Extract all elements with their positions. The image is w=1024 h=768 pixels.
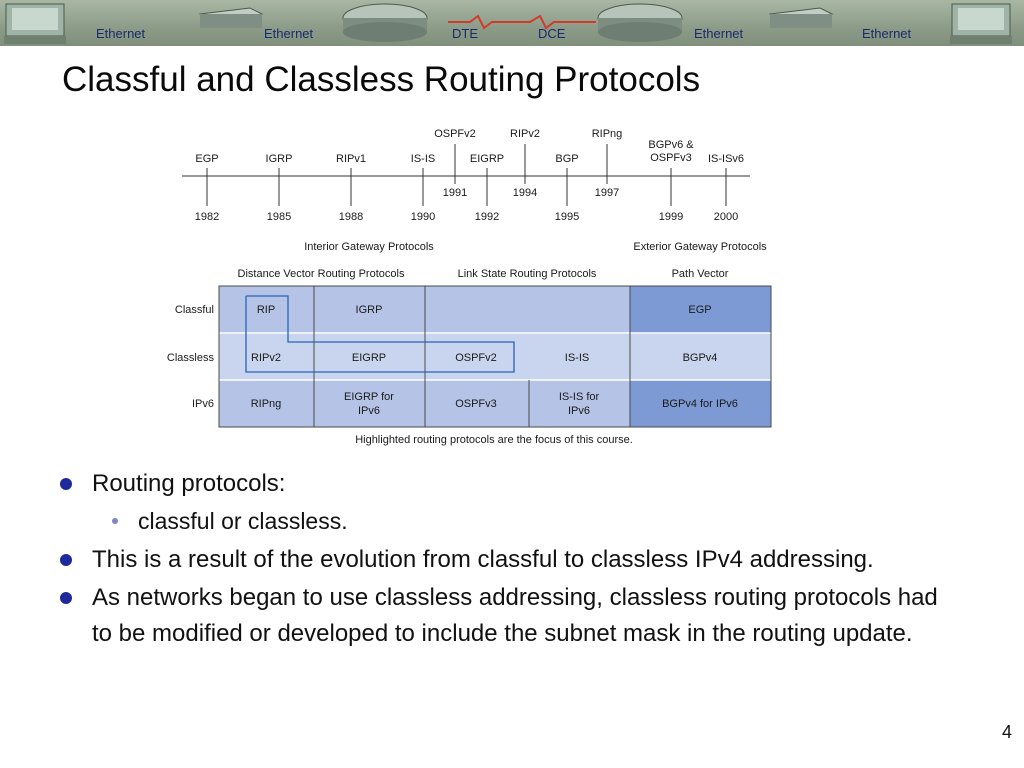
table-cell: EIGRP <box>352 352 386 364</box>
timeline-entry: IS-ISv6 2000 <box>708 153 744 223</box>
bgpv4-ipv6-cell-bg <box>630 380 771 427</box>
computer-icon <box>4 3 66 44</box>
table-cell: IPv6 <box>358 405 380 417</box>
interior-gateway-label: Interior Gateway Protocols <box>304 241 434 253</box>
timeline-year: 1982 <box>195 211 219 223</box>
table-cell: IS-IS for <box>559 391 600 403</box>
router-icon <box>342 3 428 42</box>
bullet-item: This is a result of the evolution from c… <box>60 542 960 578</box>
table-cell: RIP <box>257 304 275 316</box>
timeline-protocol: OSPFv2 <box>434 128 476 140</box>
network-banner: Ethernet Ethernet DTE DCE Ethernet Ether… <box>0 0 1024 46</box>
column-header: Link State Routing Protocols <box>458 268 597 280</box>
bullet-icon <box>60 478 72 490</box>
table-cell: IPv6 <box>568 405 590 417</box>
table-cell: BGPv4 for IPv6 <box>662 398 738 410</box>
table-grid <box>219 332 771 381</box>
timeline-entry: IS-IS 1990 <box>411 153 435 223</box>
row-label: Classless <box>167 352 215 364</box>
bullet-text: As networks began to use classless addre… <box>92 584 938 647</box>
timeline-entry: RIPv2 1994 <box>510 128 540 199</box>
bullet-text: Routing protocols: <box>92 470 286 497</box>
bullet-text: classful or classless. <box>138 508 348 534</box>
timeline-protocol: IS-ISv6 <box>708 153 744 165</box>
timeline-entry: BGP 1995 <box>555 153 579 223</box>
table-cell: IGRP <box>356 304 383 316</box>
routing-protocols-figure: EGP 1982 IGRP 1985 RIPv1 1988 IS-IS 1990… <box>167 128 772 446</box>
serial-link-icon <box>448 14 596 30</box>
timeline-year: 1988 <box>339 211 363 223</box>
timeline-year: 1985 <box>267 211 291 223</box>
exterior-gateway-label: Exterior Gateway Protocols <box>633 241 767 253</box>
table-borders <box>218 285 772 428</box>
timeline-year: 1991 <box>443 187 467 199</box>
timeline-protocol: EIGRP <box>470 153 504 165</box>
switch-icon <box>198 7 264 28</box>
banner-label: Ethernet <box>96 26 146 41</box>
timeline-entry: EGP 1982 <box>195 153 219 223</box>
timeline-entry: OSPFv2 1991 <box>434 128 476 199</box>
router-icon <box>597 3 683 42</box>
table-cell: OSPFv2 <box>455 352 497 364</box>
timeline-year: 1994 <box>513 187 537 199</box>
timeline-entry: EIGRP 1992 <box>470 153 504 223</box>
figure-caption: Highlighted routing protocols are the fo… <box>355 434 633 446</box>
timeline-protocol: RIPv1 <box>336 153 366 165</box>
timeline-entry: IGRP 1985 <box>266 153 293 223</box>
banner-label: DTE <box>452 26 478 41</box>
page-number: 4 <box>1001 722 1012 742</box>
table-cell: BGPv4 <box>683 352 718 364</box>
timeline-entry: BGPv6 & OSPFv3 1999 <box>648 139 694 223</box>
bullet-icon <box>60 592 72 604</box>
timeline-protocol: BGPv6 & <box>648 139 694 151</box>
table-cell: RIPng <box>251 398 282 410</box>
timeline-protocol: RIPng <box>592 128 623 140</box>
slide-title: Classful and Classless Routing Protocols <box>62 60 701 99</box>
timeline-protocol: EGP <box>195 153 218 165</box>
timeline-entry: RIPv1 1988 <box>336 153 366 223</box>
table-cell: RIPv2 <box>251 352 281 364</box>
timeline-protocol: IS-IS <box>411 153 435 165</box>
highlight-outline <box>245 295 515 373</box>
timeline-year: 1995 <box>555 211 579 223</box>
banner-label: DCE <box>538 26 566 41</box>
switch-icon <box>768 7 834 28</box>
banner-label: Ethernet <box>694 26 744 41</box>
timeline-entry: RIPng 1997 <box>592 128 623 199</box>
timeline-protocol: OSPFv3 <box>650 152 692 164</box>
bullet-icon <box>60 554 72 566</box>
timeline-year: 1997 <box>595 187 619 199</box>
row-label: IPv6 <box>192 398 214 410</box>
timeline-year: 1992 <box>475 211 499 223</box>
table-cell: EGP <box>688 304 711 316</box>
bullet-item: As networks began to use classless addre… <box>60 580 960 652</box>
timeline-year: 1999 <box>659 211 683 223</box>
bullet-list: Routing protocols: classful or classless… <box>60 466 960 652</box>
column-header: Path Vector <box>672 268 729 280</box>
computer-icon <box>950 3 1012 44</box>
timeline-protocol: BGP <box>555 153 578 165</box>
egp-cell-bg <box>630 286 771 333</box>
bullet-text: This is a result of the evolution from c… <box>92 546 874 573</box>
row-label: Classful <box>175 304 214 316</box>
banner-label: Ethernet <box>264 26 314 41</box>
banner-graphic <box>4 3 1012 44</box>
bullet-icon <box>112 518 118 524</box>
timeline-protocol: IGRP <box>266 153 293 165</box>
timeline-year: 2000 <box>714 211 738 223</box>
table-cell: OSPFv3 <box>455 398 497 410</box>
bullet-item: Routing protocols: <box>60 466 960 502</box>
table-cell: EIGRP for <box>344 391 394 403</box>
column-header: Distance Vector Routing Protocols <box>238 268 405 280</box>
sub-bullet-item: classful or classless. <box>60 504 960 538</box>
table-cell: IS-IS <box>565 352 589 364</box>
timeline-year: 1990 <box>411 211 435 223</box>
timeline-protocol: RIPv2 <box>510 128 540 140</box>
banner-label: Ethernet <box>862 26 912 41</box>
